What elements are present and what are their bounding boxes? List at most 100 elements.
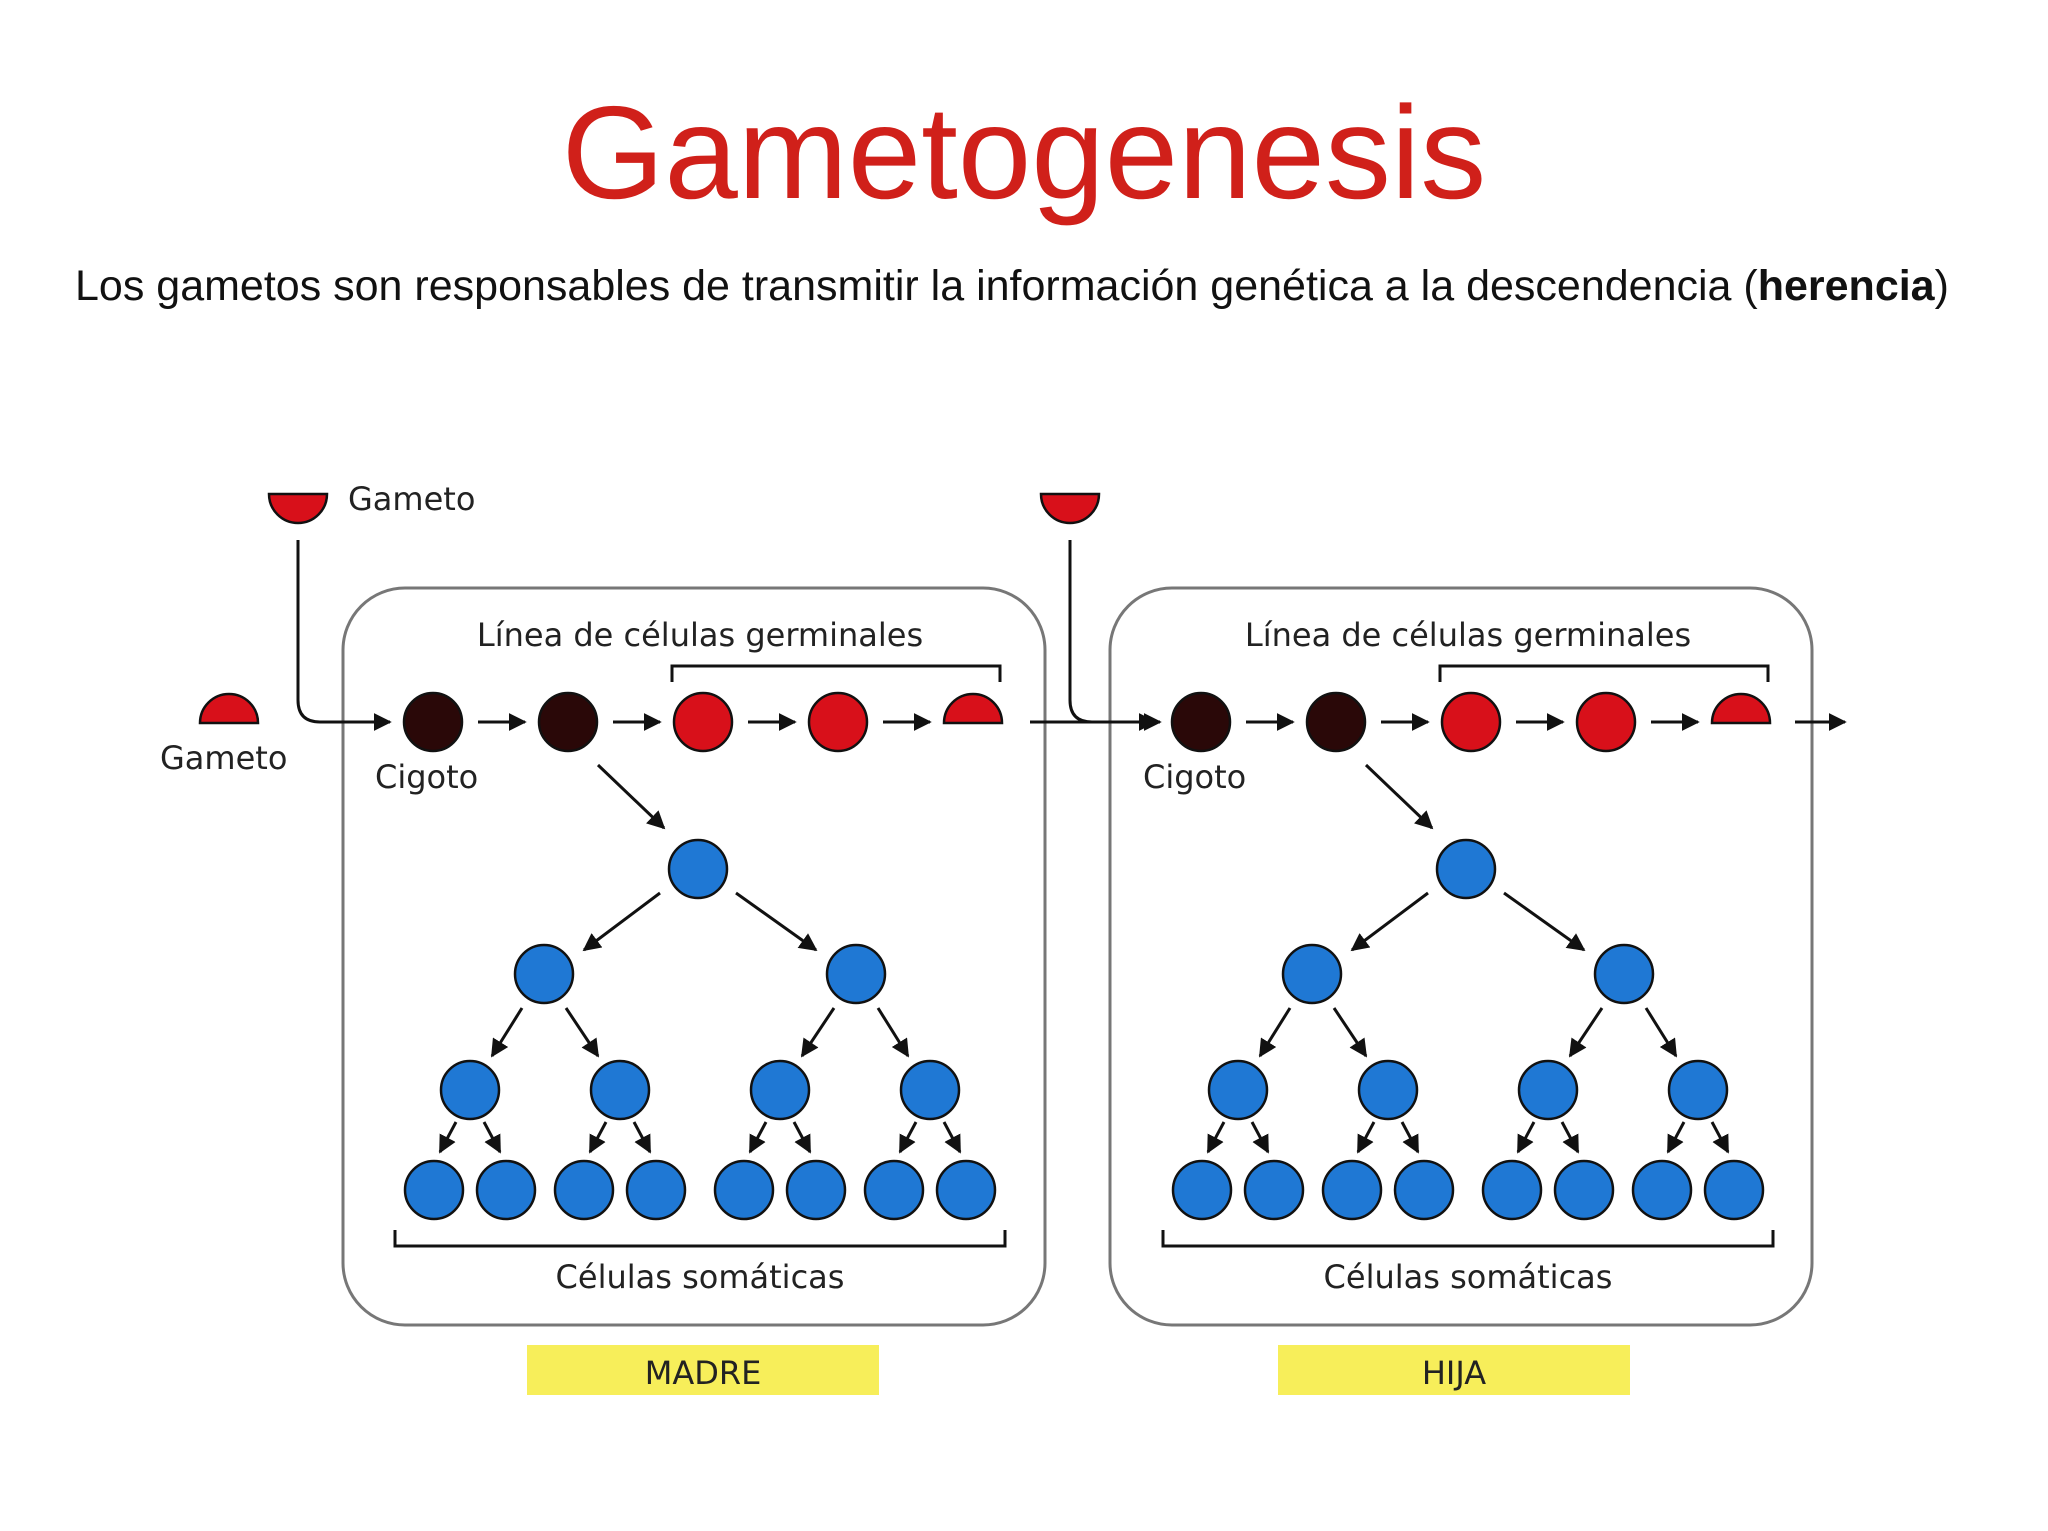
somatic-cell	[1631, 1159, 1693, 1221]
somatic-arrow	[582, 891, 661, 952]
somatic-cell	[899, 1059, 961, 1121]
somatic-cell	[1517, 1059, 1579, 1121]
hija-tag-label: HIJA	[1422, 1354, 1486, 1392]
madre-tag	[527, 1345, 879, 1395]
somatic-arrow	[1710, 1121, 1730, 1154]
somatic-cell	[785, 1159, 847, 1221]
gameto-top-icon	[267, 492, 329, 525]
zygote-label: Cigoto	[375, 758, 478, 796]
zygote-cell	[402, 691, 464, 753]
somatic-arrow	[1400, 1121, 1420, 1154]
somatic-arrow	[735, 891, 818, 952]
intro-text: Los gametos son responsables de transmit…	[75, 262, 1758, 310]
somatic-cell	[625, 1159, 687, 1221]
somatic-cell	[403, 1159, 465, 1221]
germ-cell	[1440, 691, 1502, 753]
somatic-cell	[1553, 1159, 1615, 1221]
somatic-cell	[863, 1159, 925, 1221]
somatic-cell	[1667, 1059, 1729, 1121]
mother-panel-frame	[341, 586, 1047, 1327]
somatic-cell	[1171, 1159, 1233, 1221]
somatic-cell	[553, 1159, 615, 1221]
gameto-daughter-icon	[1039, 492, 1101, 525]
somatic-cell	[1281, 943, 1343, 1005]
somatic-arrow	[438, 1121, 458, 1154]
somatic-arrow	[596, 763, 666, 830]
somatic-arrow	[490, 1007, 524, 1058]
somatic-arrow	[1258, 1007, 1292, 1058]
somatic-cell	[1393, 1159, 1455, 1221]
somatic-cell	[1357, 1059, 1419, 1121]
somatic-cell	[935, 1159, 997, 1221]
gameto-left-label: Gameto	[160, 739, 287, 777]
somatic-arrow	[564, 1007, 600, 1058]
somatic-cell	[1321, 1159, 1383, 1221]
germline-label: Línea de células germinales	[477, 616, 923, 654]
somatic-arrow	[1206, 1121, 1226, 1154]
somatic-cell	[749, 1059, 811, 1121]
intro-text-end: )	[1934, 262, 1949, 310]
somatic-cell	[1435, 838, 1497, 900]
germ-cell	[672, 691, 734, 753]
somatic-cell	[667, 838, 729, 900]
somatic-bracket	[1161, 1230, 1775, 1248]
zygote-cell	[1170, 691, 1232, 753]
somatic-cell	[439, 1059, 501, 1121]
fertilization-arrow	[296, 540, 392, 731]
daughter-panel-frame	[1108, 586, 1814, 1327]
somatic-label: Células somáticas	[556, 1258, 845, 1296]
fertilization-arrow-daughter	[1068, 540, 1162, 731]
somatic-bracket	[393, 1230, 1007, 1248]
gamete-output	[1710, 692, 1772, 725]
somatic-arrow	[632, 1121, 652, 1154]
germline-label: Línea de células germinales	[1245, 616, 1691, 654]
germline-bracket	[670, 664, 1002, 682]
hija-tag	[1278, 1345, 1630, 1395]
germ-cell	[807, 691, 869, 753]
somatic-arrow	[1568, 1007, 1604, 1058]
somatic-cell	[1593, 943, 1655, 1005]
gamete-output	[942, 692, 1004, 725]
somatic-cell	[1207, 1059, 1269, 1121]
somatic-cell	[713, 1159, 775, 1221]
somatic-cell	[513, 943, 575, 1005]
zygote-daughter-cell	[537, 691, 599, 753]
somatic-arrow	[588, 1121, 608, 1154]
zygote-label: Cigoto	[1143, 758, 1246, 796]
somatic-arrow	[1332, 1007, 1368, 1058]
somatic-arrow	[1516, 1121, 1536, 1154]
somatic-cell	[1481, 1159, 1543, 1221]
germline-bracket	[1438, 664, 1770, 682]
intro-paragraph: Los gametos son responsables de transmit…	[75, 258, 1975, 314]
somatic-arrow	[1644, 1007, 1678, 1058]
somatic-cell	[1243, 1159, 1305, 1221]
slide-title: Gametogenesis	[561, 79, 1487, 226]
gameto-left-icon	[198, 692, 260, 725]
somatic-arrow	[1503, 891, 1586, 952]
somatic-arrow	[1364, 763, 1434, 830]
somatic-arrow	[942, 1121, 962, 1154]
somatic-arrow	[1666, 1121, 1686, 1154]
somatic-arrow	[748, 1121, 768, 1154]
intro-bold-term: herencia	[1757, 262, 1935, 310]
somatic-arrow	[800, 1007, 836, 1058]
gameto-top-label: Gameto	[348, 480, 475, 518]
somatic-arrow	[876, 1007, 910, 1058]
somatic-arrow	[898, 1121, 918, 1154]
somatic-label: Células somáticas	[1324, 1258, 1613, 1296]
madre-tag-label: MADRE	[645, 1354, 762, 1392]
somatic-cell	[589, 1059, 651, 1121]
somatic-cell	[1703, 1159, 1765, 1221]
somatic-arrow	[1560, 1121, 1580, 1154]
germ-cell	[1575, 691, 1637, 753]
somatic-arrow	[1356, 1121, 1376, 1154]
somatic-cell	[475, 1159, 537, 1221]
somatic-arrow	[1250, 1121, 1270, 1154]
somatic-arrow	[792, 1121, 812, 1154]
somatic-cell	[825, 943, 887, 1005]
zygote-daughter-cell	[1305, 691, 1367, 753]
somatic-arrow	[1350, 891, 1429, 952]
somatic-arrow	[482, 1121, 502, 1154]
